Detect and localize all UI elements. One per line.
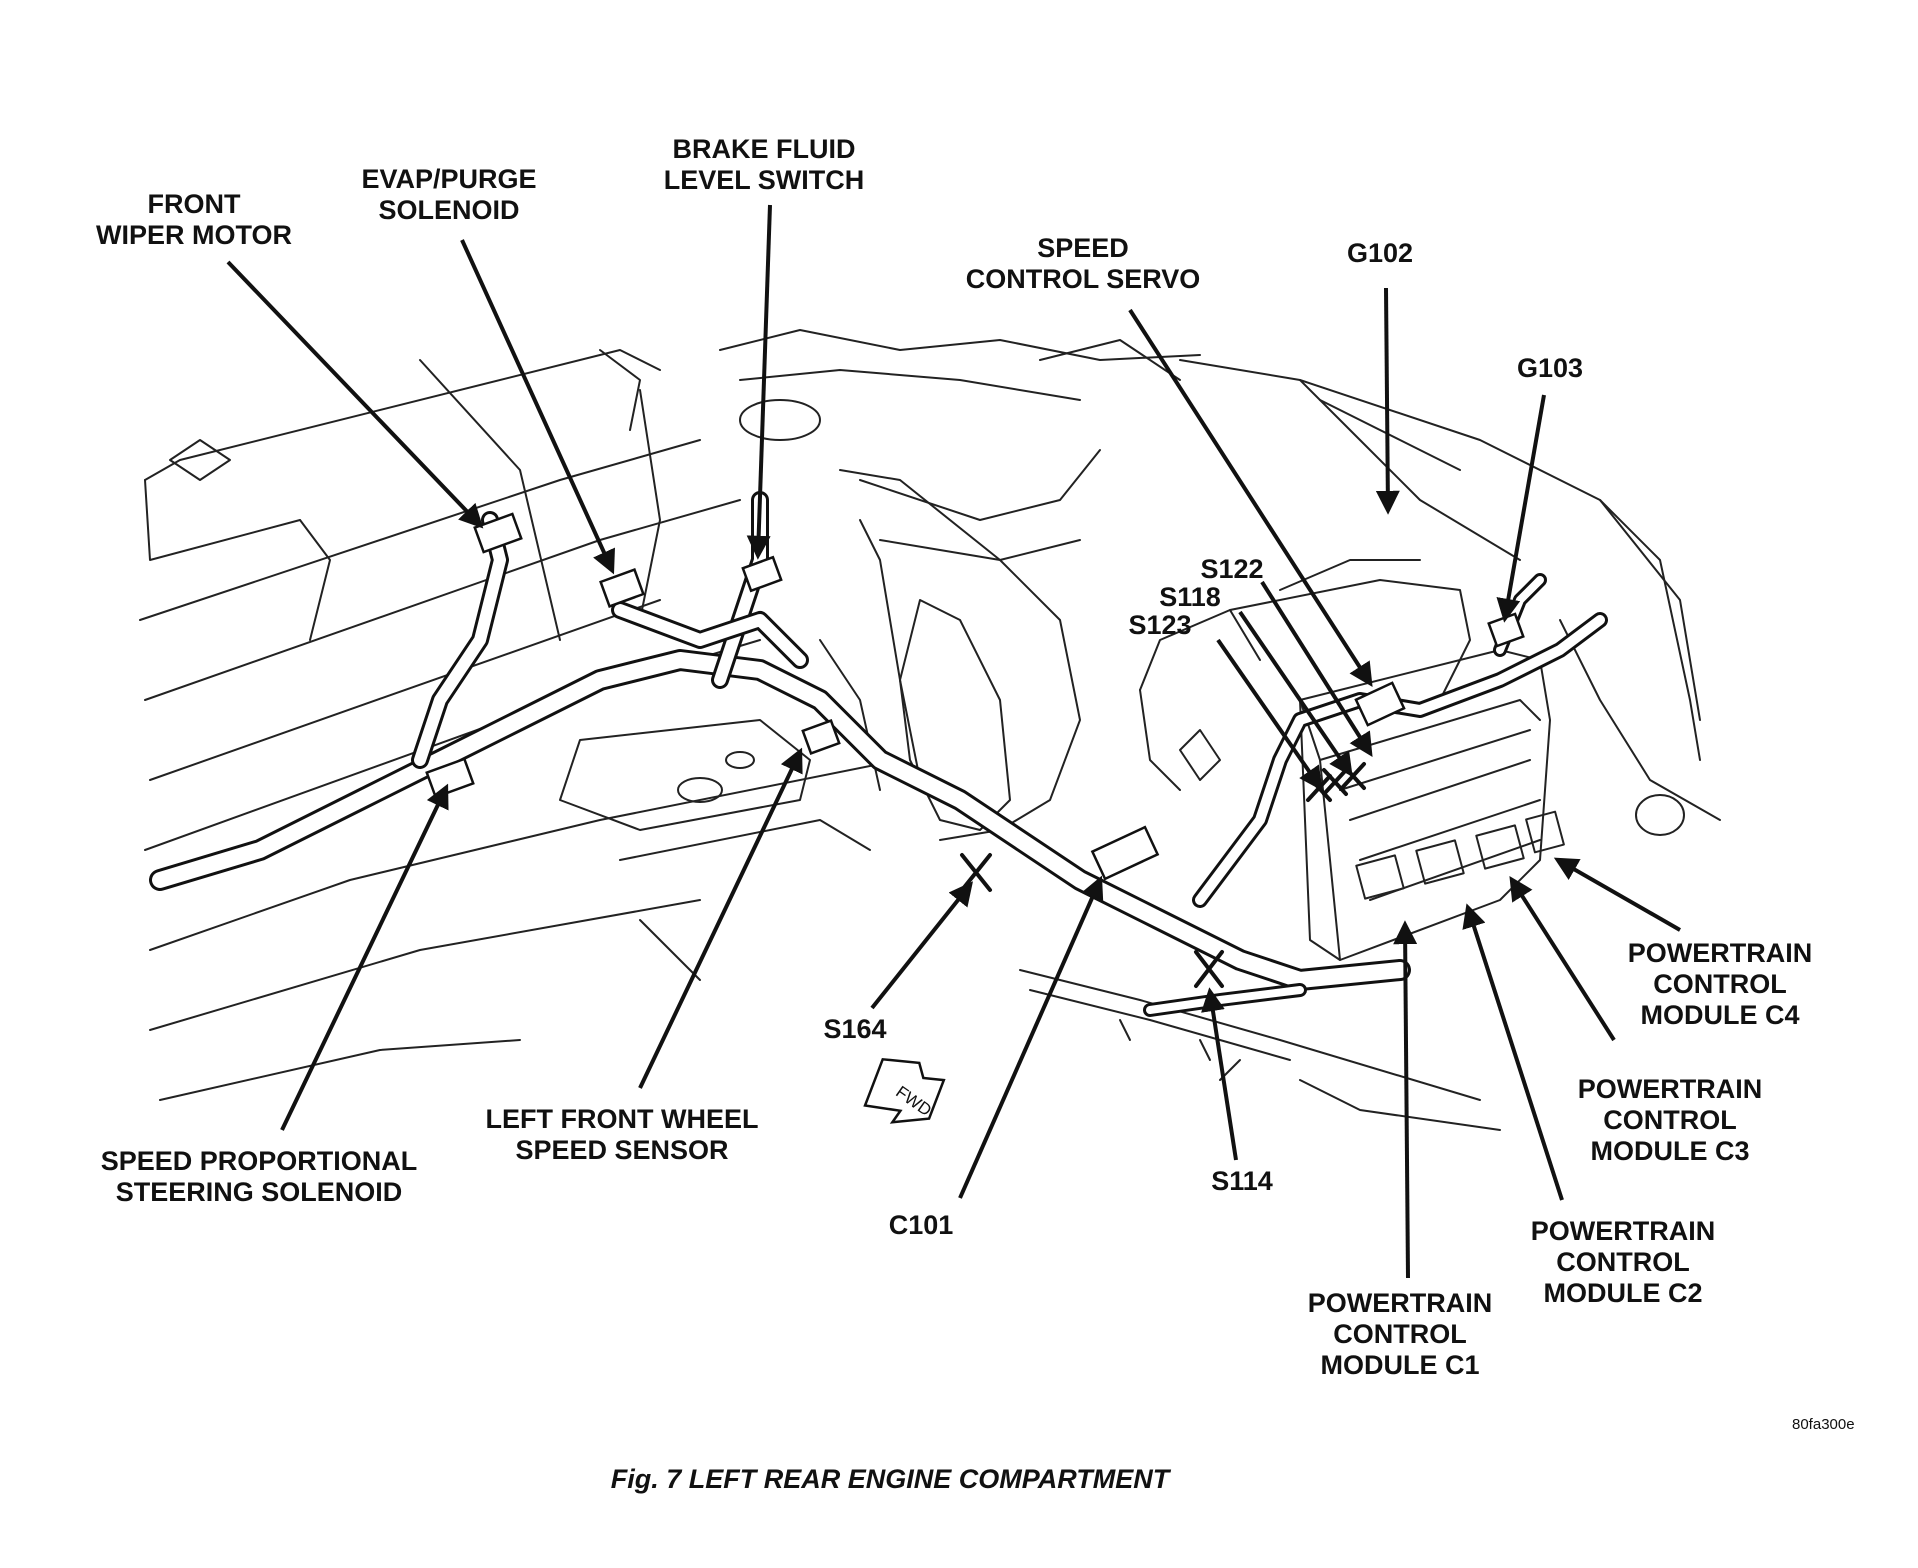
label-g103: G103: [1516, 353, 1584, 383]
label-pcm-c4: POWERTRAIN CONTROL MODULE C4: [1627, 938, 1813, 1030]
leader-pcm-c3: [1509, 875, 1616, 1042]
label-speed-control-servo: SPEED CONTROL SERVO: [965, 233, 1201, 294]
leader-speed-control-servo: [1128, 308, 1373, 688]
label-c101: C101: [888, 1210, 954, 1240]
leader-s164: [870, 881, 973, 1010]
leader-arrows: [226, 204, 1681, 1279]
leader-pcm-c4: [1553, 857, 1681, 932]
label-s164: S164: [823, 1014, 887, 1044]
drawing-code: 80fa300e: [1792, 1416, 1855, 1433]
label-left-front-wheel-speed-sensor: LEFT FRONT WHEEL SPEED SENSOR: [485, 1104, 759, 1165]
leader-s122: [1260, 580, 1373, 758]
label-s123: S123: [1128, 610, 1192, 640]
leader-speed-proportional-steering-solenoid: [280, 783, 449, 1131]
leader-g102: [1375, 287, 1400, 515]
leader-evap-purge-solenoid: [460, 239, 615, 575]
label-brake-fluid-level-switch: BRAKE FLUID LEVEL SWITCH: [663, 134, 865, 195]
label-pcm-c2: POWERTRAIN CONTROL MODULE C2: [1530, 1216, 1716, 1308]
label-speed-proportional-steering-solenoid: SPEED PROPORTIONAL STEERING SOLENOID: [100, 1146, 418, 1207]
leader-s123: [1216, 638, 1323, 791]
label-pcm-c3: POWERTRAIN CONTROL MODULE C3: [1577, 1074, 1763, 1166]
leader-g103: [1496, 394, 1546, 623]
label-s118: S118: [1159, 582, 1221, 612]
leader-left-front-wheel-speed-sensor: [638, 747, 803, 1089]
leader-s114: [1201, 987, 1238, 1161]
figure-caption: Fig. 7 LEFT REAR ENGINE COMPARTMENT: [610, 1464, 1170, 1494]
label-front-wiper-motor: FRONT WIPER MOTOR: [95, 189, 293, 250]
line-art: [139, 329, 1721, 1131]
fwd-arrow: FWD: [863, 1057, 946, 1124]
label-pcm-c1: POWERTRAIN CONTROL MODULE C1: [1307, 1288, 1493, 1380]
leader-s118: [1238, 610, 1353, 777]
leader-c101: [958, 875, 1104, 1199]
label-evap-purge-solenoid: EVAP/PURGE SOLENOID: [361, 164, 537, 225]
label-g102: G102: [1346, 238, 1414, 268]
leader-brake-fluid-level-switch: [746, 204, 772, 560]
leader-front-wiper-motor: [226, 260, 484, 529]
leader-pcm-c2: [1462, 903, 1564, 1201]
label-s114: S114: [1211, 1166, 1273, 1196]
label-s122: S122: [1200, 554, 1264, 584]
leader-pcm-c1: [1393, 920, 1418, 1279]
